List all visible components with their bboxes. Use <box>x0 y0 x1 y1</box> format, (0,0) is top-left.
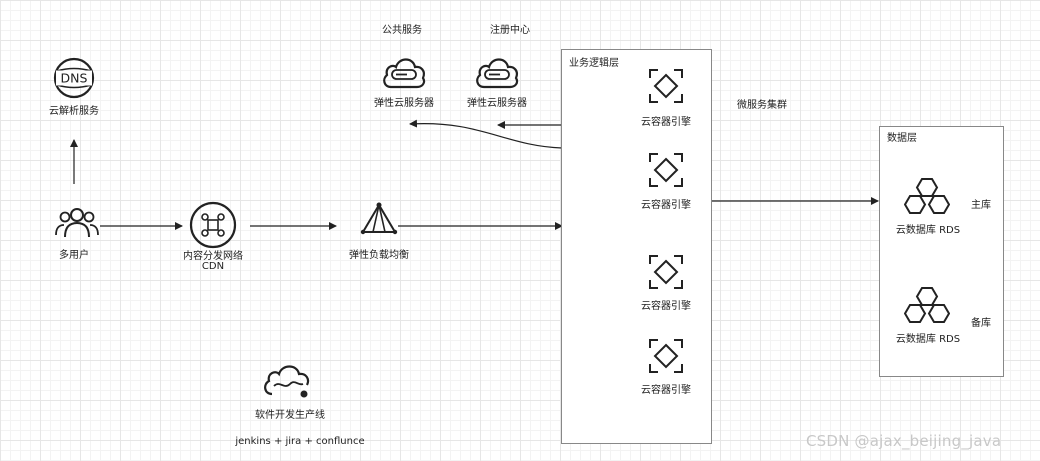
business-layer-container <box>561 49 712 444</box>
container-engine-icon <box>648 338 684 378</box>
load-balancer-icon <box>360 202 398 240</box>
users-icon <box>54 206 100 242</box>
cdn-icon <box>188 200 238 254</box>
load-balancer-label: 弹性负载均衡 <box>349 250 409 261</box>
devops-sublabel: jenkins + jira + conflunce <box>235 436 365 447</box>
container-engine-icon <box>648 68 684 108</box>
microservice-cluster-label: 微服务集群 <box>737 100 787 111</box>
cloud-server-icon <box>474 54 520 94</box>
dns-label: 云解析服务 <box>49 106 99 117</box>
rds-standby-label: 云数据库 RDS <box>895 334 961 345</box>
edge-business-to-public <box>409 119 563 149</box>
container-engine-label: 云容器引擎 <box>641 385 691 396</box>
container-engine-icon <box>648 152 684 192</box>
container-engine-label: 云容器引擎 <box>641 301 691 312</box>
cdn-label-line1: 内容分发网络 <box>183 251 243 262</box>
ecs-registry-title: 注册中心 <box>490 25 530 36</box>
container-engine-icon <box>648 254 684 294</box>
database-icon <box>903 176 951 222</box>
ecs-public-title: 公共服务 <box>382 25 422 36</box>
cdn-label-line2: CDN <box>201 261 225 272</box>
dns-icon-text: DNS <box>61 71 88 86</box>
users-label: 多用户 <box>59 250 89 261</box>
cloud-server-icon <box>381 54 427 94</box>
devops-label: 软件开发生产线 <box>255 410 325 421</box>
rds-standby-role: 备库 <box>971 318 991 329</box>
ecs-registry-label: 弹性云服务器 <box>467 98 527 109</box>
ecs-public-label: 弹性云服务器 <box>374 98 434 109</box>
data-layer-container <box>879 126 1004 377</box>
database-icon <box>903 285 951 331</box>
rds-primary-role: 主库 <box>971 200 991 211</box>
devops-cloud-icon <box>262 360 312 404</box>
watermark: CSDN @ajax_beijing_java <box>806 432 1002 450</box>
dns-icon: DNS <box>52 56 96 104</box>
business-layer-title: 业务逻辑层 <box>569 58 619 69</box>
container-engine-label: 云容器引擎 <box>641 200 691 211</box>
rds-primary-label: 云数据库 RDS <box>895 225 961 236</box>
container-engine-label: 云容器引擎 <box>641 117 691 128</box>
data-layer-title: 数据层 <box>887 133 917 144</box>
